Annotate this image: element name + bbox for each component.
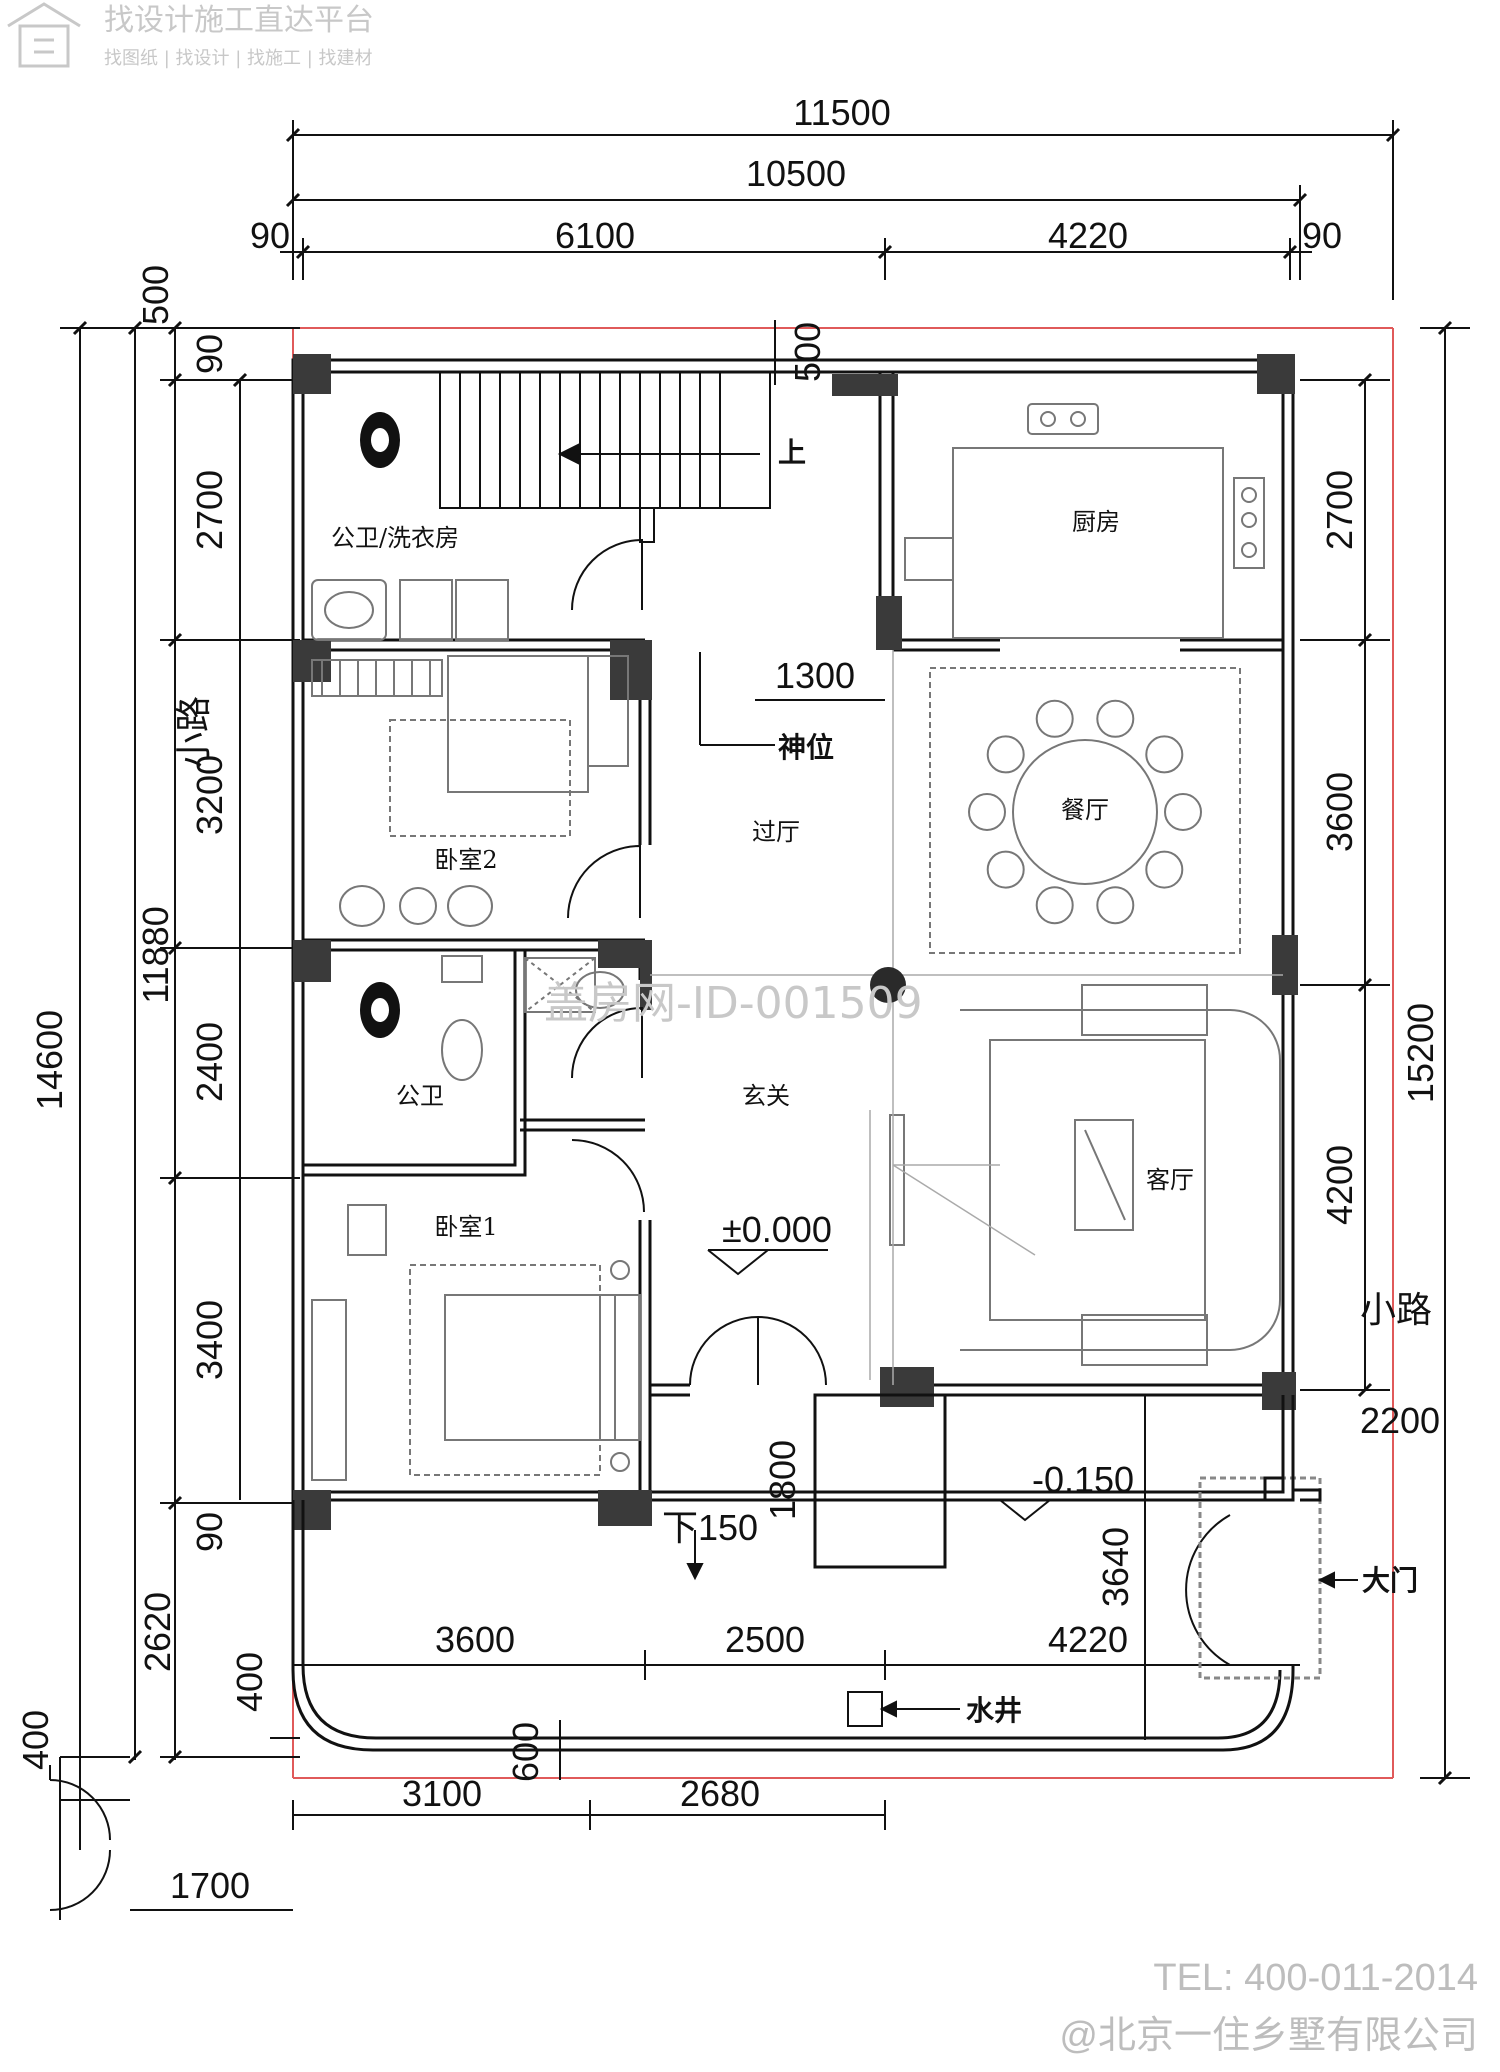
dining-chair — [986, 850, 1025, 889]
dim-yard-3600: 3600 — [435, 1619, 515, 1660]
footer-phone: TEL: 400-011-2014 — [1153, 1957, 1478, 1999]
walls — [291, 358, 1295, 1505]
laundry-fixtures — [311, 579, 509, 641]
level-main-label: ±0.000 — [722, 1209, 832, 1250]
dim-right-4200: 4200 — [1319, 1145, 1360, 1225]
well-icon — [847, 1691, 883, 1727]
room-bathroom: 公卫 — [396, 1082, 444, 1110]
dim-top-seg1: 6100 — [555, 215, 635, 256]
dim-left-400a: 400 — [229, 1652, 270, 1712]
annotation-labels: 神位 ±0.000 -0.150 下150 大门 水井 — [662, 731, 1418, 1727]
header-subtitle: 找图纸 | 找设计 | 找施工 | 找建材 — [104, 48, 373, 69]
dim-bottom-3100: 3100 — [402, 1773, 482, 1814]
side-gate — [49, 1757, 111, 1920]
room-foyer: 玄关 — [742, 1082, 790, 1110]
dining-chair — [968, 793, 1006, 831]
room-labels: 公卫/洗衣房 厨房 卧室2 过厅 餐厅 公卫 玄关 客厅 卧室1 — [331, 508, 1194, 1241]
dim-top-left-offset: 90 — [250, 215, 290, 256]
dining-chair — [1145, 850, 1184, 889]
shrine-label: 神位 — [778, 731, 834, 764]
step-down-label: 下150 — [662, 1507, 758, 1548]
bedroom1-furniture — [311, 1204, 641, 1481]
footer-company: @北京一住乡墅有限公司 — [1059, 2015, 1478, 2057]
room-living: 客厅 — [1146, 1166, 1194, 1194]
well-label: 水井 — [966, 1694, 1022, 1727]
room-bedroom1: 卧室1 — [434, 1213, 497, 1241]
dining-chair — [1164, 793, 1202, 831]
dim-porch-1800: 1800 — [762, 1440, 803, 1520]
dining-chair — [1096, 699, 1135, 738]
dim-left-90a: 90 — [189, 334, 230, 374]
round-column — [870, 967, 906, 1003]
site-header: 找设计施工直达平台 找图纸 | 找设计 | 找施工 | 找建材 — [7, 2, 374, 69]
gate-label: 大门 — [1362, 1564, 1418, 1597]
living-furniture — [889, 984, 1281, 1366]
dim-top-total: 11500 — [793, 92, 890, 133]
room-laundry: 公卫/洗衣房 — [331, 524, 459, 552]
bedroom2-furniture — [311, 655, 629, 927]
dim-bottom-2680: 2680 — [680, 1773, 760, 1814]
dim-porch-3640: 3640 — [1095, 1527, 1136, 1607]
room-bedroom2: 卧室2 — [434, 846, 497, 874]
room-hall: 过厅 — [752, 818, 800, 846]
dim-shrine-width: 1300 — [775, 655, 855, 696]
dim-left-top: 500 — [135, 265, 176, 325]
squat-toilet-icon — [360, 412, 400, 468]
dim-gate-1700: 1700 — [170, 1865, 250, 1906]
dimension-lines — [60, 120, 1470, 1911]
path-left-label: 小路 — [173, 696, 214, 768]
house-outline-icon — [7, 2, 81, 68]
level-markers — [707, 1249, 1130, 1522]
dim-left-outer-total: 14600 — [29, 1010, 70, 1110]
level-yard-label: -0.150 — [1032, 1459, 1134, 1500]
bathroom-fixtures — [441, 955, 625, 1081]
pointer-arrows — [686, 652, 1358, 1718]
dim-left-2400: 2400 — [189, 1022, 230, 1102]
dimension-ticks — [72, 127, 1453, 1786]
header-title: 找设计施工直达平台 — [104, 3, 374, 38]
dim-well-600: 600 — [505, 1722, 546, 1782]
dimension-labels: 11500 10500 90 6100 4220 90 500 14600 11… — [15, 92, 1441, 1906]
staircase — [439, 371, 771, 543]
stair-up-label: 上 — [778, 436, 806, 469]
dim-left-400b: 400 — [15, 1710, 56, 1770]
dim-left-3200: 3200 — [189, 755, 230, 835]
dim-right-2700: 2700 — [1319, 470, 1360, 550]
door-swings — [567, 538, 1231, 1666]
dining-chair — [986, 735, 1025, 774]
dim-yard-2500: 2500 — [725, 1619, 805, 1660]
dining-chair — [1035, 886, 1074, 925]
yard-wall — [291, 1393, 1322, 1752]
kitchen-fixtures — [904, 403, 1265, 639]
dim-left-inner-total: 11880 — [135, 906, 176, 1003]
squat-toilet-icon — [360, 982, 400, 1038]
dim-left-2620: 2620 — [137, 1592, 178, 1672]
dim-left-2700: 2700 — [189, 470, 230, 550]
room-kitchen: 厨房 — [1072, 508, 1120, 536]
dining-chair — [1035, 699, 1074, 738]
dining-table — [929, 667, 1241, 954]
dim-right-2200: 2200 — [1360, 1400, 1440, 1441]
dim-top-seg2: 4220 — [1048, 215, 1128, 256]
dim-top-right-offset: 90 — [1302, 215, 1342, 256]
dim-right-3600: 3600 — [1319, 772, 1360, 852]
path-right-label: 小路 — [1360, 1289, 1432, 1330]
watermark: 盖房网-ID-001509 — [544, 978, 923, 1029]
dim-left-3400: 3400 — [189, 1300, 230, 1380]
partition-lines — [650, 650, 1283, 1385]
dining-chair — [1145, 735, 1184, 774]
dim-left-90b: 90 — [189, 1512, 230, 1552]
dim-yard-4220: 4220 — [1048, 1619, 1128, 1660]
dim-right-total: 15200 — [1400, 1003, 1441, 1103]
room-dining: 餐厅 — [1061, 796, 1109, 824]
dim-top-inner: 10500 — [746, 153, 846, 194]
columns — [293, 354, 1298, 1530]
dining-chair — [1096, 886, 1135, 925]
